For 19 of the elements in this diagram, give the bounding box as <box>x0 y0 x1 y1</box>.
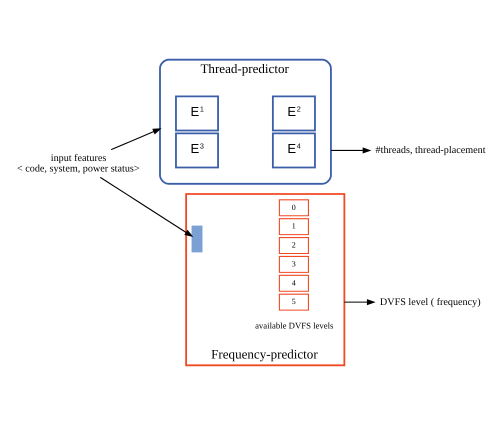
node-box: E$^{1}$ <box>175 95 219 132</box>
node-box: 5 <box>278 294 309 311</box>
label: available DVFS levels <box>255 320 334 330</box>
arrow <box>110 128 162 150</box>
node-box: 2 <box>278 237 309 254</box>
node-box: 0 <box>278 199 309 216</box>
node-box: E$^{3}$ <box>175 132 219 168</box>
arrow <box>100 176 194 238</box>
node-box: 4 <box>278 274 309 292</box>
node-box: E$^{2}$ <box>272 95 316 132</box>
node-box <box>192 226 202 252</box>
node-text: DVFS level ( frequency) <box>380 296 481 308</box>
node-box: 3 <box>278 256 309 273</box>
node-text: #threads, thread-placement <box>376 145 486 156</box>
node-box: E$^{4}$ <box>272 132 316 168</box>
node-box: 1 <box>278 218 309 236</box>
node-text: input features < code, system, power status> <box>17 152 140 175</box>
arrow <box>344 299 376 306</box>
arrow <box>330 147 372 154</box>
